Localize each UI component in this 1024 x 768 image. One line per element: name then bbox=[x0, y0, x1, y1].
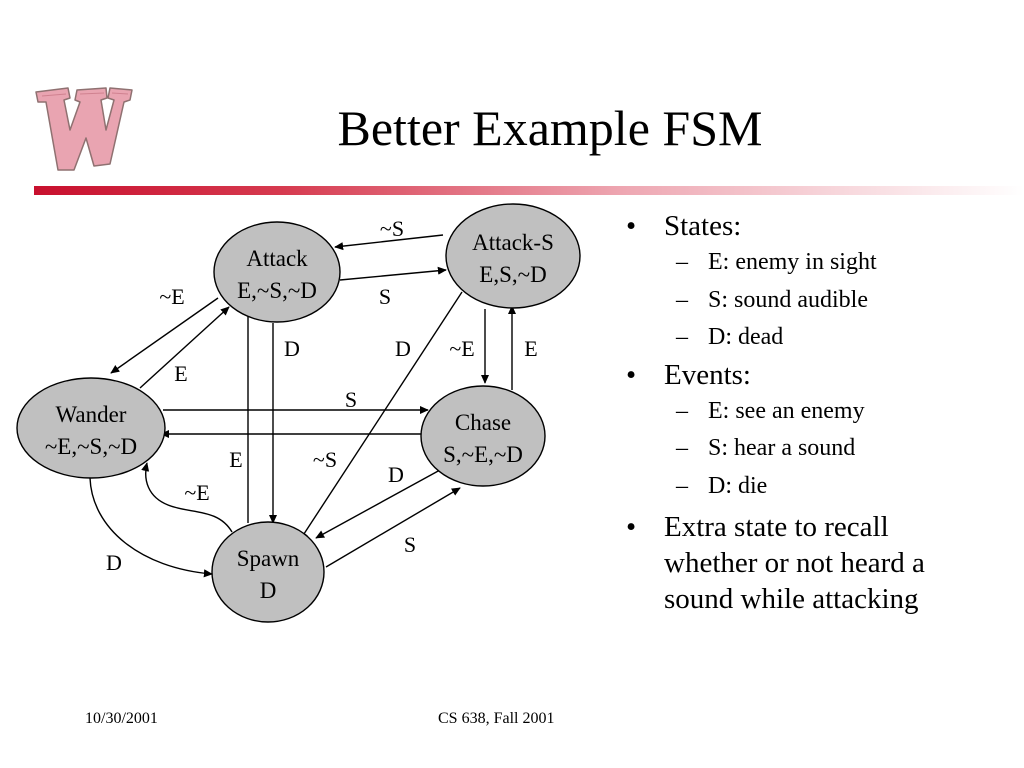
footer-date: 10/30/2001 bbox=[85, 710, 158, 727]
state-conditions: ~E,~S,~D bbox=[45, 434, 137, 459]
dash-icon: – bbox=[676, 249, 688, 275]
state-node-attack-s: Attack-S E,S,~D bbox=[445, 203, 581, 309]
event-item: D: die bbox=[708, 472, 768, 499]
sub-bullet: – D: dead bbox=[620, 319, 1015, 357]
label-attacks-to-attack: ~S bbox=[380, 216, 404, 241]
bullet-extra: • Extra state to recall whether or not h… bbox=[620, 509, 1015, 617]
bullet-icon: • bbox=[626, 511, 637, 543]
edge-spawn-to-chase bbox=[325, 487, 461, 568]
extra-line: sound while attacking bbox=[664, 583, 919, 615]
extra-line: whether or not heard a bbox=[664, 547, 925, 579]
events-heading: Events: bbox=[664, 358, 751, 391]
label-chase-to-attacks: E bbox=[524, 336, 537, 361]
sub-bullet: – S: sound audible bbox=[620, 282, 1015, 320]
state-conditions: E,S,~D bbox=[479, 262, 546, 287]
state-item: D: dead bbox=[708, 324, 784, 350]
state-ellipse bbox=[420, 385, 546, 487]
state-conditions: E,~S,~D bbox=[237, 278, 317, 303]
state-item: S: sound audible bbox=[708, 286, 868, 313]
edge-spawn-to-wander bbox=[141, 462, 233, 533]
extra-line: Extra state to recall bbox=[664, 511, 889, 543]
state-ellipse bbox=[213, 221, 341, 323]
states-heading: States: bbox=[664, 210, 742, 242]
label-chase-to-wander: ~S bbox=[313, 447, 337, 472]
edge-attack-to-attacks bbox=[339, 266, 447, 281]
state-node-wander: Wander ~E,~S,~D bbox=[16, 377, 166, 479]
state-name: Spawn bbox=[237, 546, 300, 571]
sub-bullet: – S: hear a sound bbox=[620, 430, 1015, 468]
dash-icon: – bbox=[676, 286, 688, 313]
state-name: Chase bbox=[455, 410, 511, 435]
edge-wander-to-spawn bbox=[89, 477, 213, 578]
bullet-events: • Events: bbox=[620, 357, 1015, 393]
label-wander-to-attack: E bbox=[174, 361, 187, 386]
bullet-icon: • bbox=[626, 210, 637, 242]
state-name: Wander bbox=[56, 402, 127, 427]
label-spawn-to-attack: E bbox=[229, 447, 242, 472]
sub-bullet: – E: enemy in sight bbox=[620, 244, 1015, 282]
label-attacks-to-chase: ~E bbox=[449, 336, 474, 361]
dash-icon: – bbox=[676, 472, 688, 499]
label-wander-to-chase: S bbox=[345, 387, 357, 412]
edge-wander-to-attack bbox=[139, 306, 230, 389]
state-name: Attack-S bbox=[472, 230, 554, 255]
dash-icon: – bbox=[676, 397, 688, 424]
wisconsin-w-logo bbox=[35, 87, 133, 171]
edge-attack-to-wander bbox=[110, 297, 219, 374]
title-divider bbox=[34, 186, 1024, 195]
state-name: Attack bbox=[246, 246, 308, 271]
dash-icon: – bbox=[676, 324, 688, 350]
state-conditions: D bbox=[260, 578, 277, 603]
slide-title: Better Example FSM bbox=[337, 100, 763, 156]
label-spawn-to-wander: ~E bbox=[184, 480, 209, 505]
bullet-list: • States: – E: enemy in sight – S: sound… bbox=[620, 208, 1015, 617]
state-ellipse bbox=[211, 521, 325, 623]
state-item: E: enemy in sight bbox=[708, 249, 877, 275]
label-attack-to-spawn: D bbox=[284, 336, 300, 361]
label-spawn-to-chase: S bbox=[404, 532, 416, 557]
edge-attacks-to-attack bbox=[334, 234, 444, 251]
label-attacks-to-spawn: D bbox=[395, 336, 411, 361]
edge-chase-to-spawn bbox=[315, 469, 441, 539]
state-conditions: S,~E,~D bbox=[443, 442, 523, 467]
bullet-icon: • bbox=[626, 358, 637, 391]
sub-bullet: – D: die bbox=[620, 468, 1015, 506]
edge-attacks-to-spawn bbox=[299, 291, 463, 541]
label-attack-to-attacks: S bbox=[379, 284, 391, 309]
footer-course: CS 638, Fall 2001 bbox=[438, 710, 555, 727]
state-ellipse bbox=[16, 377, 166, 479]
label-attack-to-wander: ~E bbox=[159, 284, 184, 309]
dash-icon: – bbox=[676, 435, 688, 461]
label-chase-to-spawn: D bbox=[388, 462, 404, 487]
sub-bullet: – E: see an enemy bbox=[620, 393, 1015, 431]
bullet-states: • States: bbox=[620, 208, 1015, 244]
event-item: S: hear a sound bbox=[708, 435, 856, 461]
state-ellipse bbox=[445, 203, 581, 309]
event-item: E: see an enemy bbox=[708, 397, 865, 424]
label-wander-to-spawn: D bbox=[106, 550, 122, 575]
